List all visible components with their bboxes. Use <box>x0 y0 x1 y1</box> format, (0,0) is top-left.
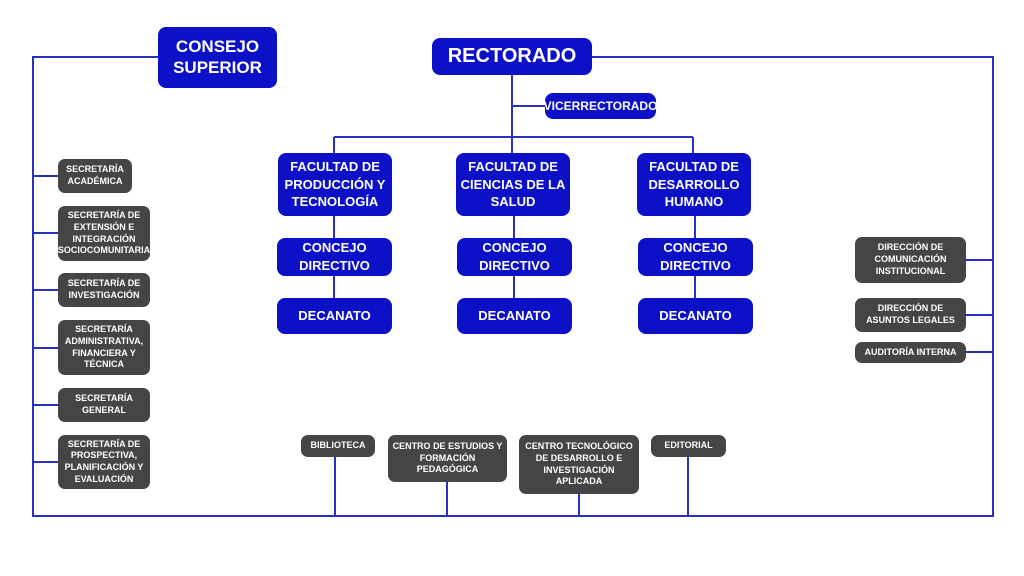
unit-box[interactable]: BIBLIOTECA <box>301 435 375 457</box>
directorate-box[interactable]: DIRECCIÓN DE COMUNICACIÓN INSTITUCIONAL <box>855 237 966 283</box>
frame-line <box>32 56 994 517</box>
consejo-superior-box[interactable]: CONSEJO SUPERIOR <box>158 27 277 88</box>
faculty-box[interactable]: FACULTAD DE PRODUCCIÓN Y TECNOLOGÍA <box>278 153 392 216</box>
directorate-box[interactable]: AUDITORÍA INTERNA <box>855 342 966 363</box>
vicerrectorado-box[interactable]: VICERRECTORADO <box>545 93 656 119</box>
secretariat-box[interactable]: SECRETARÍA DE INVESTIGACIÓN <box>58 273 150 307</box>
deanery-box[interactable]: DECANATO <box>277 298 392 334</box>
directorate-box[interactable]: DIRECCIÓN DE ASUNTOS LEGALES <box>855 298 966 332</box>
unit-box[interactable]: EDITORIAL <box>651 435 726 457</box>
faculty-box[interactable]: FACULTAD DE CIENCIAS DE LA SALUD <box>456 153 570 216</box>
council-box[interactable]: CONCEJO DIRECTIVO <box>457 238 572 276</box>
secretariat-box[interactable]: SECRETARÍA GENERAL <box>58 388 150 422</box>
secretariat-box[interactable]: SECRETARÍA ADMINISTRATIVA, FINANCIERA Y … <box>58 320 150 375</box>
council-box[interactable]: CONCEJO DIRECTIVO <box>638 238 753 276</box>
deanery-box[interactable]: DECANATO <box>638 298 753 334</box>
rectorado-box[interactable]: RECTORADO <box>432 38 592 75</box>
faculty-box[interactable]: FACULTAD DE DESARROLLO HUMANO <box>637 153 751 216</box>
secretariat-box[interactable]: SECRETARÍA DE PROSPECTIVA, PLANIFICACIÓN… <box>58 435 150 489</box>
deanery-box[interactable]: DECANATO <box>457 298 572 334</box>
secretariat-box[interactable]: SECRETARÍA ACADÉMICA <box>58 159 132 193</box>
unit-box[interactable]: CENTRO TECNOLÓGICO DE DESARROLLO E INVES… <box>519 435 639 494</box>
council-box[interactable]: CONCEJO DIRECTIVO <box>277 238 392 276</box>
unit-box[interactable]: CENTRO DE ESTUDIOS Y FORMACIÓN PEDAGÓGIC… <box>388 435 507 482</box>
secretariat-box[interactable]: SECRETARÍA DE EXTENSIÓN E INTEGRACIÓN SO… <box>58 206 150 261</box>
